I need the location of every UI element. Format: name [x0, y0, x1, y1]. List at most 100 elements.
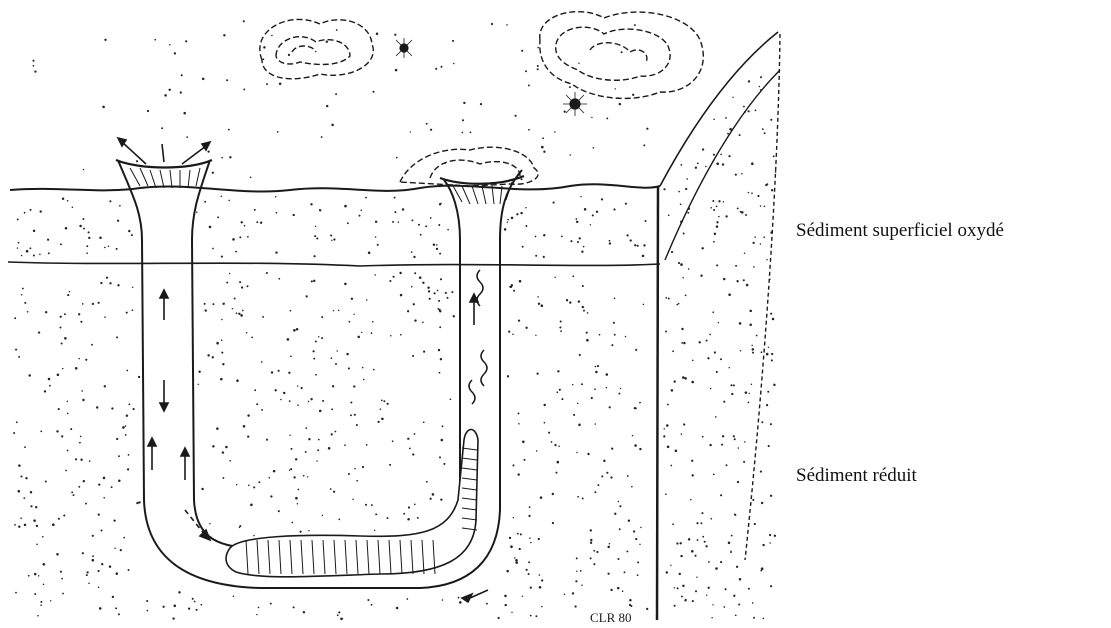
stipple-dot	[221, 319, 223, 321]
stipple-dot	[322, 400, 324, 402]
stipple-dot	[331, 124, 334, 127]
stipple-dot	[537, 68, 539, 70]
stipple-dot	[738, 447, 740, 449]
stipple-dot	[377, 244, 379, 246]
stipple-dot	[553, 202, 555, 204]
stipple-dot	[413, 303, 415, 305]
stipple-dot	[414, 319, 416, 321]
stipple-dot	[594, 491, 596, 493]
stipple-dot	[582, 285, 584, 287]
stipple-dot	[98, 570, 100, 572]
stipple-dot	[708, 561, 710, 563]
stipple-dot	[352, 498, 354, 500]
stipple-dot	[371, 604, 373, 606]
stipple-dot	[411, 251, 413, 253]
stipple-dot	[529, 537, 531, 539]
stipple-dot	[511, 612, 512, 613]
stipple-dot	[426, 123, 428, 125]
stipple-dot	[277, 131, 279, 133]
stipple-dot	[172, 617, 174, 619]
stipple-dot	[92, 555, 94, 557]
stipple-dot	[710, 207, 712, 209]
stipple-dot	[45, 311, 47, 313]
stipple-dot	[634, 407, 636, 409]
stipple-dot	[60, 316, 62, 318]
stipple-dot	[535, 236, 537, 238]
stipple-dot	[760, 471, 762, 473]
stipple-dot	[381, 418, 384, 421]
stipple-dot	[752, 242, 754, 244]
stipple-dot	[92, 559, 95, 562]
stipple-dot	[238, 313, 240, 315]
stipple-dot	[515, 559, 518, 562]
stipple-dot	[583, 310, 585, 312]
stipple-dot	[24, 446, 26, 448]
stipple-dot	[743, 461, 745, 463]
stipple-dot	[225, 446, 228, 449]
stipple-dot	[561, 236, 563, 238]
stipple-dot	[668, 298, 670, 300]
stipple-dot	[221, 352, 223, 354]
stipple-dot	[86, 574, 88, 576]
stipple-dot	[194, 601, 196, 603]
stipple-dot	[115, 607, 117, 609]
stipple-dot	[772, 318, 775, 321]
stipple-dot	[380, 408, 382, 410]
stipple-dot	[739, 134, 741, 136]
stipple-dot	[507, 219, 509, 221]
stipple-dot	[33, 519, 36, 522]
stipple-dot	[241, 221, 243, 223]
stipple-dot	[101, 563, 103, 565]
stipple-dot	[439, 310, 441, 312]
stipple-dot	[305, 427, 307, 429]
stipple-dot	[535, 255, 537, 257]
stipple-dot	[629, 599, 631, 601]
stipple-dot	[576, 571, 577, 572]
stipple-dot	[614, 334, 616, 336]
stipple-dot	[593, 563, 595, 565]
stipple-dot	[321, 136, 323, 138]
stipple-dot	[739, 322, 742, 325]
stipple-dot	[393, 276, 395, 278]
stipple-dot	[359, 215, 361, 217]
stipple-dot	[337, 614, 339, 616]
stipple-dot	[71, 491, 73, 493]
stipple-dot	[15, 349, 17, 351]
stipple-dot	[537, 47, 539, 49]
stipple-dot	[344, 205, 347, 208]
stipple-dot	[20, 518, 22, 520]
stipple-dot	[34, 573, 37, 576]
stipple-dot	[695, 590, 697, 592]
stipple-dot	[681, 433, 682, 434]
stipple-dot	[40, 601, 42, 603]
stipple-dot	[62, 593, 64, 595]
stipple-dot	[366, 444, 368, 446]
stipple-dot	[92, 535, 94, 537]
stipple-dot	[247, 414, 249, 416]
stipple-dot	[745, 391, 748, 394]
stipple-dot	[126, 414, 128, 416]
stipple-dot	[338, 519, 340, 521]
stipple-dot	[775, 171, 777, 173]
stipple-dot	[425, 225, 427, 227]
stipple-dot	[691, 381, 694, 384]
stipple-dot	[301, 387, 303, 389]
stipple-dot	[769, 534, 771, 536]
stipple-dot	[679, 573, 681, 575]
stipple-dot	[361, 332, 362, 333]
stipple-dot	[683, 233, 685, 235]
stipple-dot	[609, 406, 611, 408]
stipple-dot	[126, 312, 128, 314]
stipple-dot	[321, 337, 323, 339]
stipple-dot	[542, 137, 544, 139]
stipple-dot	[371, 504, 373, 506]
stipple-dot	[680, 263, 683, 266]
stipple-dot	[98, 302, 100, 304]
stipple-dot	[551, 441, 553, 443]
stipple-dot	[91, 344, 93, 346]
stipple-dot	[522, 441, 525, 444]
stipple-dot	[221, 256, 223, 258]
stipple-dot	[154, 39, 156, 41]
stipple-dot	[552, 493, 554, 495]
stipple-dot	[414, 433, 416, 435]
